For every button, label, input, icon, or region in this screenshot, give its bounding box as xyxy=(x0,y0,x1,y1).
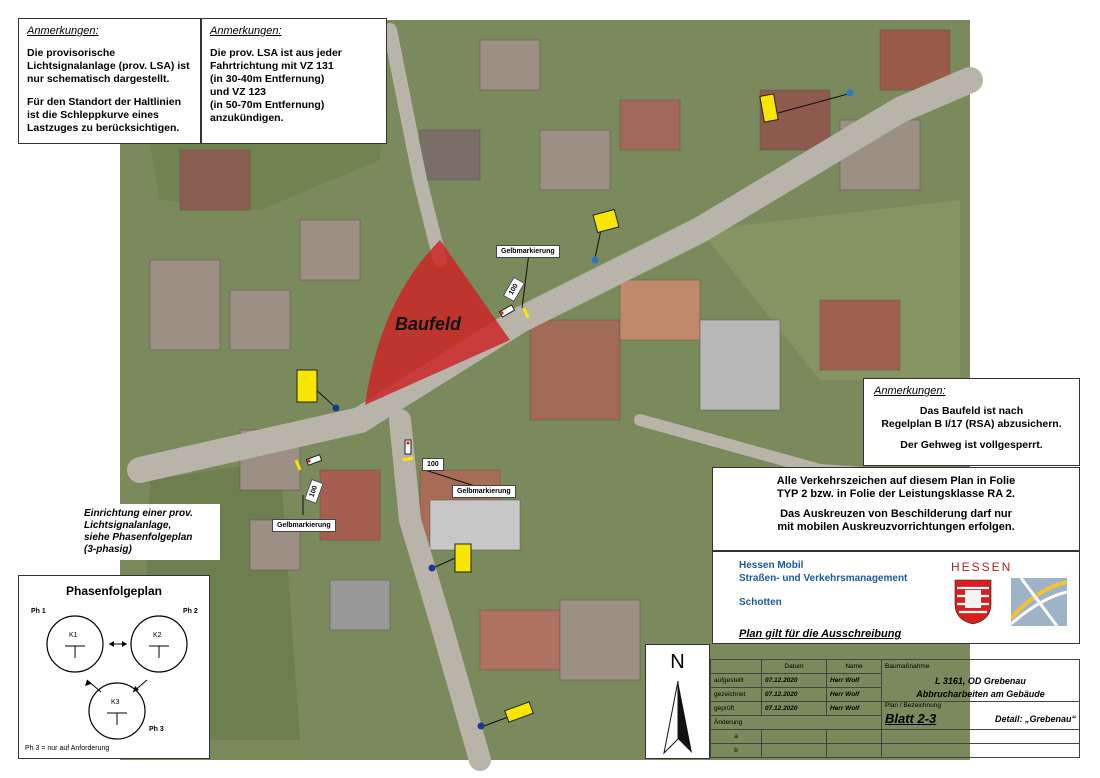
note-line: Das Baufeld ist nach xyxy=(919,405,1024,417)
note-line: Der Gehweg ist vollgesperrt. xyxy=(900,439,1043,451)
note-line: (in 50-70m Entfernung) xyxy=(210,99,325,111)
sign-location-markers xyxy=(332,89,854,730)
gelbmarkierung-label: Gelbmarkierung xyxy=(452,485,516,498)
lsa-note-line: Einrichtung einer prov. xyxy=(84,508,193,519)
phase-k-label: K3 xyxy=(111,699,120,706)
note-line: Das Auskreuzen von Beschilderung darf nu… xyxy=(780,508,1012,520)
lsa-note-line: (3-phasig) xyxy=(84,544,132,555)
hessen-mobil-logo-icon xyxy=(1011,578,1067,626)
note-title: Anmerkungen: xyxy=(874,385,946,397)
note-line: (in 30-40m Entfernung) xyxy=(210,73,325,85)
phase-plan: Phasenfolgeplan Ph 1 Ph 2 Ph 3 K1 K2 K3 … xyxy=(18,575,210,759)
org-subtitle: Straßen- und Verkehrsmanagement xyxy=(739,573,908,584)
note-title: Anmerkungen: xyxy=(210,25,282,37)
note-top-left: Anmerkungen: Die provisorische Lichtsign… xyxy=(18,18,201,144)
row-name: Herr Wolf xyxy=(826,701,882,716)
sheet-number: Blatt 2-3 xyxy=(885,711,937,726)
yellow-markings xyxy=(294,307,530,471)
note-line: mit mobilen Auskreuzvorrichtungen erfolg… xyxy=(777,521,1015,533)
row-date: 07.12.2020 xyxy=(761,687,827,702)
north-arrow: N xyxy=(645,644,710,759)
note-traffic-signs: Alle Verkehrszeichen auf diesem Plan in … xyxy=(712,467,1080,551)
project-title: L 3161, OD Grebenau xyxy=(881,673,1080,688)
note-paragraph: Für den Standort der Haltlinien ist die … xyxy=(27,96,182,134)
aenderung-label: Änderung xyxy=(710,715,882,730)
north-label: N xyxy=(670,651,685,673)
hessen-crest-icon xyxy=(954,579,992,625)
hessen-logo-text: HESSEN xyxy=(951,560,1013,574)
baufeld-label: Baufeld xyxy=(395,314,462,334)
lsa-note-line: Lichtsignalanlage, xyxy=(84,520,172,531)
phase-k-label: K2 xyxy=(153,632,162,639)
org-location: Schotten xyxy=(739,597,782,608)
note-paragraph: Die provisorische Lichtsignalanlage (pro… xyxy=(27,47,190,85)
row-date: 07.12.2020 xyxy=(761,673,827,688)
title-table: Datum Name Baumaßnahme aufgestellt 07.12… xyxy=(710,659,1080,758)
phase-plan-title: Phasenfolgeplan xyxy=(65,584,163,598)
note-line: und VZ 123 xyxy=(210,86,267,98)
row-name: Herr Wolf xyxy=(826,687,882,702)
revision-a: a xyxy=(710,729,762,744)
phase-diagram xyxy=(46,615,188,740)
note-line: Regelplan B I/17 (RSA) abzusichern. xyxy=(881,418,1062,430)
north-arrow-icon xyxy=(663,680,692,755)
phase-label: Ph 3 xyxy=(149,726,164,733)
lsa-note-line: siehe Phasenfolgeplan xyxy=(84,532,193,543)
phase-k-label: K1 xyxy=(69,632,78,639)
note-line: Fahrtrichtung mit VZ 131 xyxy=(210,60,334,72)
row-label: gezeichnet xyxy=(710,687,762,702)
note-line: Die prov. LSA ist aus jeder xyxy=(210,47,342,59)
title-block-header: Hessen Mobil Straßen- und Verkehrsmanage… xyxy=(712,551,1080,644)
phase-label: Ph 1 xyxy=(31,608,46,615)
revision-b: b xyxy=(710,743,762,758)
note-right: Anmerkungen: Das Baufeld ist nach Regelp… xyxy=(863,378,1080,466)
row-name: Herr Wolf xyxy=(826,673,882,688)
row-label: aufgestellt xyxy=(710,673,762,688)
plan-note: Plan gilt für die Ausschreibung xyxy=(739,628,902,640)
col-header: Name xyxy=(826,659,882,674)
note-title: Anmerkungen: xyxy=(27,25,99,37)
row-label: geprüft xyxy=(710,701,762,716)
gelbmarkierung-label: Gelbmarkierung xyxy=(496,245,560,258)
buildings xyxy=(149,29,951,681)
plan-bez-label: Plan / Bezeichnung xyxy=(885,702,942,709)
note-line: anzukündigen. xyxy=(210,112,284,124)
baufeld-area xyxy=(365,240,510,405)
col-header: Datum xyxy=(761,659,827,674)
project-subtitle: Abbrucharbeiten am Gebäude xyxy=(881,687,1080,702)
gelbmarkierung-label: Gelbmarkierung xyxy=(272,519,336,532)
note-line: Alle Verkehrszeichen auf diesem Plan in … xyxy=(776,475,1016,487)
distance-label: 100 xyxy=(422,458,444,471)
lsa-note: Einrichtung einer prov. Lichtsignalanlag… xyxy=(78,504,220,560)
col-header: Baumaßnahme xyxy=(881,659,1080,674)
detail-label: Detail: „Grebenau“ xyxy=(994,713,1076,724)
org-name: Hessen Mobil xyxy=(739,560,804,571)
phase-label: Ph 2 xyxy=(183,608,198,615)
signal-heads xyxy=(305,304,516,466)
traffic-signs xyxy=(296,93,779,723)
note-top-center: Anmerkungen: Die prov. LSA ist aus jeder… xyxy=(201,18,387,144)
phase-footnote: Ph 3 = nur auf Anforderung xyxy=(25,745,110,752)
note-line: TYP 2 bzw. in Folie der Leistungsklasse … xyxy=(777,488,1015,500)
row-date: 07.12.2020 xyxy=(761,701,827,716)
